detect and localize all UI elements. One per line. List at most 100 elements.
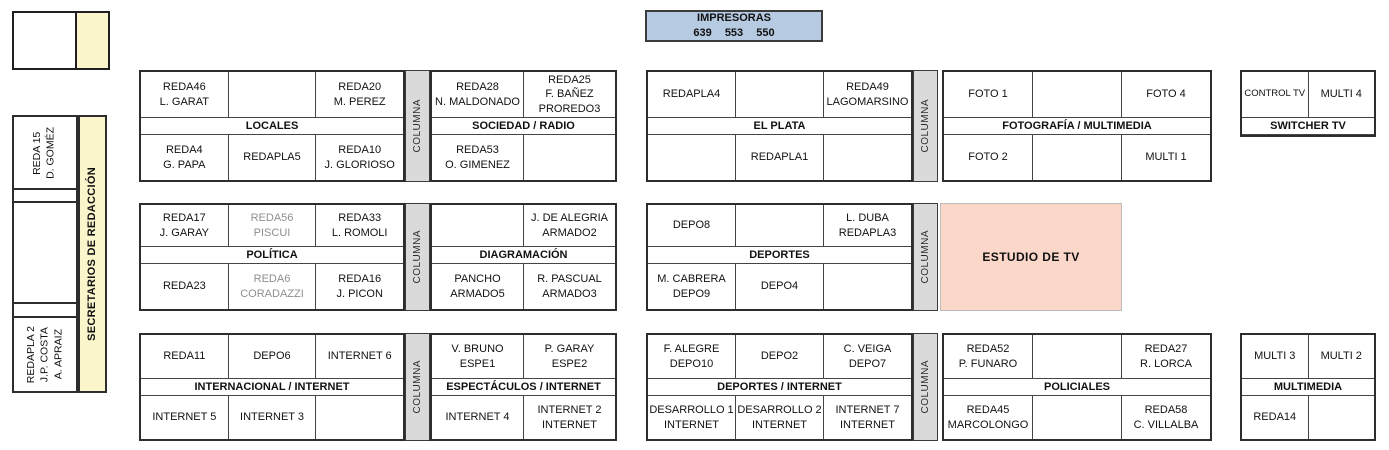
desk-row: J. DE ALEGRIA ARMADO2 [432,205,615,246]
desk-cell: REDA33 L. ROMOLI [315,205,403,246]
desk-cell-empty [735,205,823,246]
section-band-policiales: POLICIALES [944,378,1210,396]
desk-cell: REDA17 J. GARAY [159,212,209,239]
printers-box: IMPRESORAS 639 553 550 [645,10,823,42]
section-band-label: SWITCHER TV [1270,120,1346,132]
desk-row: FOTO 2 MULTI 1 [944,135,1210,180]
section-band-label: EL PLATA [753,120,806,132]
desk-label: REDAPLA 2 J.P. COSTA A. APRAIZ [24,325,64,384]
desk-cell-empty [1032,135,1121,180]
desk-cell: DEPO8 [672,219,711,232]
desk-cell: INTERNET 3 [227,396,316,439]
printers-title: IMPRESORAS [697,12,771,25]
desk-cell: REDA58 C. VILLALBA [1121,396,1210,439]
desk-cell-empty [823,264,911,309]
desk-row: REDA53 O. GIMENEZ [432,135,615,180]
desk-row: INTERNET 5 INTERNET 3 [141,396,403,439]
desk-cell: REDA16 J. PICON [315,264,403,309]
tv-studio-label: ESTUDIO DE TV [982,250,1080,264]
columna-label: COLUMNA [412,230,423,284]
desk-cell: REDA45 MARCOLONGO [947,404,1029,431]
section-band-espectaculos: ESPECTÁCULOS / INTERNET [432,378,615,396]
desk-cell-empty [1307,396,1375,439]
desk-cell: INTERNET 5 [152,411,217,424]
desk-cell: DEPO4 [735,264,823,309]
tv-studio: ESTUDIO DE TV [940,203,1122,311]
desk-cell: CONTROL TV [1244,88,1306,100]
columna-pillar: COLUMNA [913,70,938,182]
desk-cell: REDA6 CORADAZZI [227,264,316,309]
desk-cell-empty [1032,396,1121,439]
desk-cell: REDA52 P. FUNARO [958,343,1018,370]
desk-cell: REDA28 N. MALDONADO [435,81,520,108]
desk-cell: REDA 15 D. GOMÉZ [12,115,78,190]
desk-cell-empty [1032,72,1121,117]
desk-cell: REDA20 M. PEREZ [315,72,403,117]
section-band-locales: LOCALES [141,117,403,135]
desk-row: V. BRUNO ESPE1 P. GARAY ESPE2 [432,335,615,378]
desk-cell-empty [315,396,403,439]
section-band-multimedia: MULTIMEDIA [1242,378,1374,396]
desk-cell: REDA23 [162,280,206,293]
desk-cell-empty [1032,335,1121,378]
desk-cell: MULTI 1 [1121,135,1210,180]
columna-label: COLUMNA [412,99,423,153]
desk-cell-empty [12,201,78,304]
section-band-label: DEPORTES / INTERNET [717,381,842,393]
desk-cell-empty [648,135,735,180]
section-band-label: FOTOGRAFÍA / MULTIMEDIA [1002,120,1152,132]
secretarios-strip: SECRETARIOS DE REDACCIÓN [78,115,107,393]
desk-cell: J. DE ALEGRIA ARMADO2 [523,205,615,246]
section-band-label: LOCALES [245,120,299,132]
printers-numbers: 639 553 550 [693,27,775,39]
section-band-deportes_internet: DEPORTES / INTERNET [648,378,911,396]
desk-cell: REDA4 G. PAPA [163,144,206,171]
desk-row: DEPO8 L. DUBA REDAPLA3 [648,205,911,246]
desk-cell: REDA10 J. GLORIOSO [315,135,403,180]
desk-cell: REDAPLA5 [227,135,316,180]
desk-row: REDAPLA1 [648,135,911,180]
desk-cell: REDA14 [1253,411,1297,424]
desk-cell: REDA25 F. BAÑEZ PROREDO3 [523,72,615,117]
columna-label: COLUMNA [412,360,423,414]
columna-label: COLUMNA [920,360,931,414]
desk-row: REDA45 MARCOLONGO REDA58 C. VILLALBA [944,396,1210,439]
desk-cell: REDAPLA 2 J.P. COSTA A. APRAIZ [12,316,78,393]
corner-desk-white [14,13,75,68]
desk-cell: V. BRUNO ESPE1 [451,343,504,370]
desk-cell: L. DUBA REDAPLA3 [823,205,911,246]
section-band-label: POLICIALES [1043,381,1110,393]
desk-cell-empty [523,135,615,180]
desk-cell: FOTO 4 [1121,72,1210,117]
corner-desk-box [12,11,110,70]
desk-cell: FOTO 2 [968,151,1008,164]
columna-label: COLUMNA [920,230,931,284]
desk-cell: PANCHO ARMADO5 [450,273,505,300]
section-band-label: DIAGRAMACIÓN [479,249,568,261]
section-band-label: DEPORTES [749,249,810,261]
desk-cell: DEPO2 [735,335,823,378]
desk-cell: DESARROLLO 2 INTERNET [735,396,823,439]
corner-desk-yellow [75,13,108,68]
desk-row: REDA14 [1242,396,1374,439]
desk-cell: REDA56 PISCUI [227,205,316,246]
desk-cell: REDAPLA4 [662,88,721,101]
section-band-label: SOCIEDAD / RADIO [472,120,575,132]
desk-cell: P. GARAY ESPE2 [523,335,615,378]
desk-cell: DESARROLLO 1 INTERNET [649,404,734,431]
